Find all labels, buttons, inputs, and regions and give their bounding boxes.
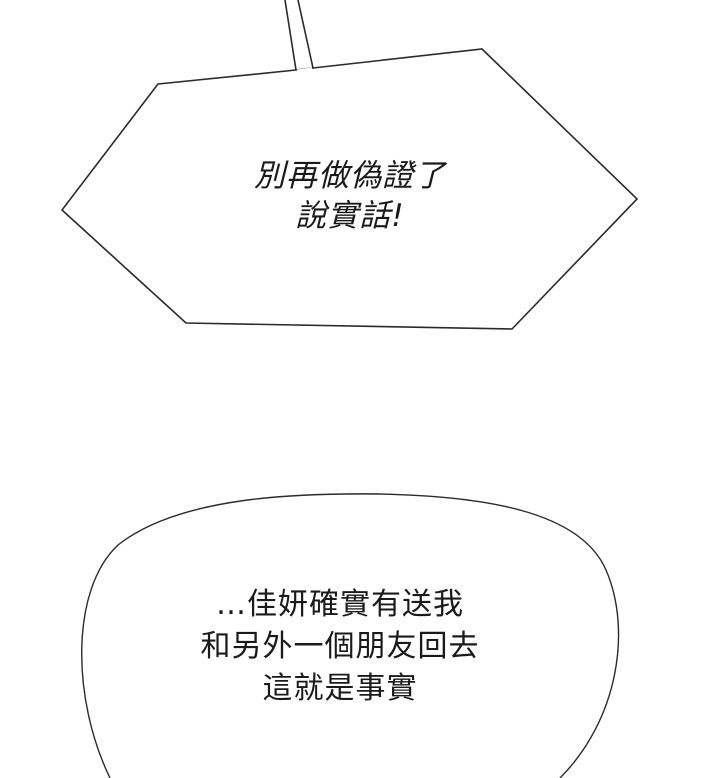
speech-line-2: 和另外一個朋友回去 — [200, 629, 480, 664]
speech-line-1: …佳妍確實有送我 — [216, 587, 464, 622]
shout-balloon-text: 別再做偽證了 說實話! — [200, 156, 500, 236]
speech-balloon — [81, 493, 620, 778]
speech-balloon-text: …佳妍確實有送我 和另外一個朋友回去 這就是事實 — [140, 584, 540, 710]
shout-line-1: 別再做偽證了 — [254, 158, 446, 194]
shout-line-2: 說實話! — [295, 198, 405, 234]
speech-line-3: 這就是事實 — [262, 671, 418, 706]
shout-balloon-tail — [284, 0, 314, 71]
